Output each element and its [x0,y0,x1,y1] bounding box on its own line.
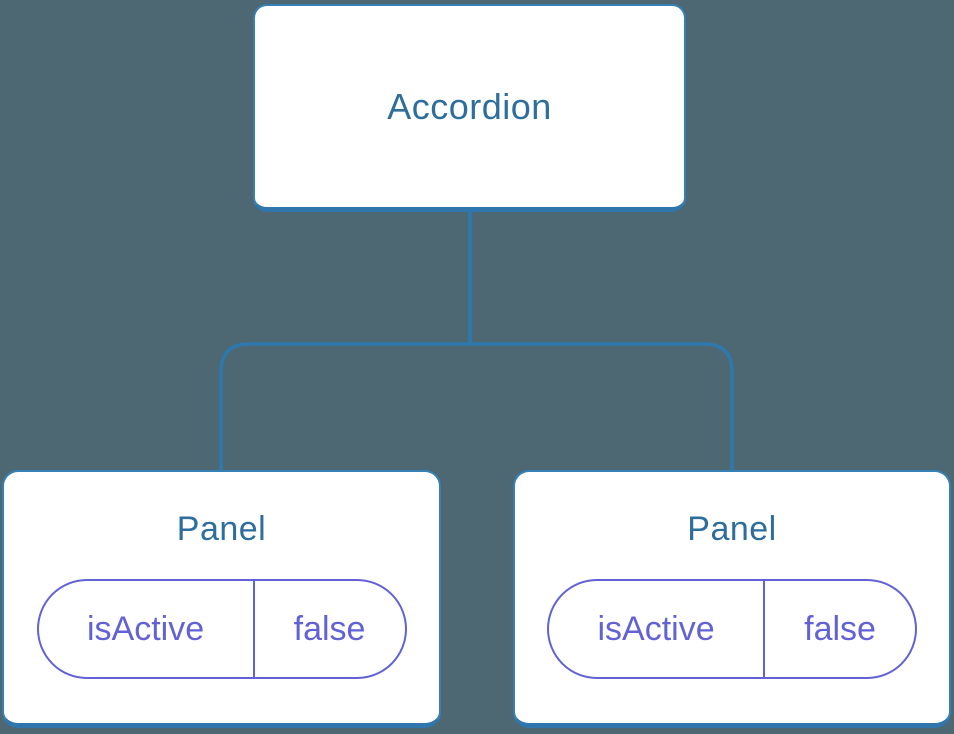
state-pill: isActive false [547,579,917,679]
state-pill: isActive false [36,579,407,679]
state-key: isActive [549,581,766,677]
node-panel-1: Panel isActive false [2,470,441,728]
connector-bracket [219,342,734,470]
state-value: false [293,609,366,648]
node-panel-1-label: Panel [176,510,267,548]
node-accordion: Accordion [253,4,686,212]
node-panel-2-label: Panel [687,510,777,548]
state-value: false [804,609,876,648]
node-panel-2: Panel isActive false [513,470,951,728]
node-accordion-label: Accordion [387,85,552,127]
state-key: isActive [39,581,255,677]
